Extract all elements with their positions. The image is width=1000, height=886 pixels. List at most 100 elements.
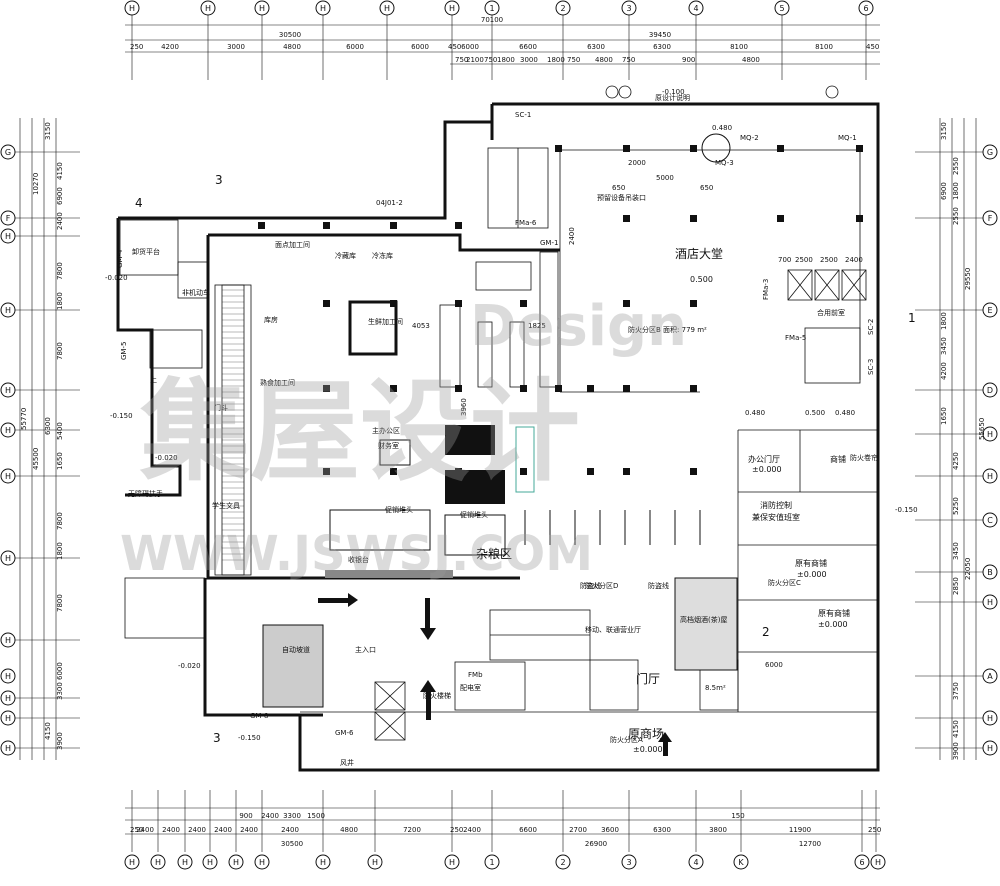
axis-bubble-right: H	[987, 744, 993, 753]
fire-zone-d-label: 防火分区D	[585, 581, 618, 590]
label-sc3: SC-3	[867, 359, 875, 375]
escalator-ramp	[214, 284, 252, 576]
axis-bubble-bottom: H	[182, 858, 188, 867]
watermark-cn: 集屋设计	[139, 368, 580, 496]
power-label: 配电室	[460, 683, 481, 692]
label-door: 门斗	[214, 403, 228, 412]
axis-bubble-left: H	[5, 636, 11, 645]
dim: 3300	[56, 682, 64, 700]
office-door-label: 办公门厅	[748, 454, 780, 464]
dim: 6300	[587, 43, 605, 51]
dim: 8100	[815, 43, 833, 51]
axis-bubble-bottom: H	[207, 858, 213, 867]
level-mark: -0.020	[155, 454, 178, 462]
axis-bubble-right: E	[987, 306, 992, 315]
axis-bubble-bottom: H	[320, 858, 326, 867]
label-up: 上	[150, 375, 157, 384]
axis-bubble-left: H	[5, 714, 11, 723]
label-gm4: GM-4	[116, 249, 124, 268]
hatch-areas	[262, 570, 738, 708]
dim-4053: 4053	[412, 322, 430, 330]
elev-level-a: 0.480	[835, 409, 855, 417]
axis-bubble-right: G	[987, 148, 993, 157]
axis-bubble-top: 6	[863, 4, 868, 13]
dim: 900	[239, 812, 252, 820]
axis-bubble-bottom: H	[875, 858, 881, 867]
section-mark-1: 1	[908, 311, 916, 325]
promo-1-label: 促销堆头	[385, 505, 413, 514]
dim-1825: 1825	[528, 322, 546, 330]
liquor-label: 高档烟酒(茶)屋	[680, 615, 727, 624]
dim-bottom-right-total: 12700	[799, 840, 821, 848]
dim-small: 450	[866, 43, 879, 51]
dims-left: 3150 10270 4150 6900 2400 7800 1800 7800…	[20, 122, 64, 750]
axis-bubble-bottom: H	[259, 858, 265, 867]
dim: 6300	[653, 826, 671, 834]
bottom-axis-lines	[125, 790, 880, 852]
section-mark-4: 4	[135, 196, 143, 210]
dim: 6300	[44, 417, 52, 435]
axis-bubble-left: H	[5, 554, 11, 563]
label-fma3: FMa-3	[762, 279, 770, 300]
axis-bubble-right: H	[987, 598, 993, 607]
dim: 4800	[742, 56, 760, 64]
axis-bubble-left: H	[5, 232, 11, 241]
axis-bubble-top: 3	[626, 4, 631, 13]
dim: 2400	[240, 826, 258, 834]
dim: 29550	[964, 268, 972, 290]
axis-bubble-right: B	[987, 568, 993, 577]
dim: 4800	[283, 43, 301, 51]
auto-ramp-label: 自动坡道	[282, 645, 310, 654]
dim: 3000	[227, 43, 245, 51]
flow-arrows	[318, 593, 672, 756]
dim: 2400	[162, 826, 180, 834]
ramp-hatching	[222, 289, 244, 561]
dim: 4800	[595, 56, 613, 64]
dims-top-row: 250 4200 3000 4800 6000 6000 6000 6600 6…	[130, 43, 879, 51]
dim-6000: 6000	[765, 661, 783, 669]
promo-2-label: 促销堆头	[460, 510, 488, 519]
axis-bubble-bottom: K	[738, 858, 744, 867]
elev-level-b: 0.500	[805, 409, 825, 417]
dim: 45500	[32, 448, 40, 470]
dim-bottom-total: 26900	[585, 840, 607, 848]
axis-bubble-bottom: 3	[626, 858, 631, 867]
axis-bubble-right: C	[987, 516, 993, 525]
unload-label: 卸货平台	[132, 247, 160, 256]
dim: 7800	[56, 594, 64, 612]
dim: 2400	[214, 826, 232, 834]
lobby-level: 0.500	[690, 275, 713, 284]
fire-lobby-label: 合用前室	[817, 308, 845, 317]
dim: 4200	[940, 362, 948, 380]
label-gm1: GM-1	[540, 239, 558, 247]
dim-2500a: 2500	[795, 256, 813, 264]
section-mark-2: 2	[762, 625, 770, 639]
gate-hall-label: 门厅	[636, 671, 660, 686]
meat-room-label: 熟食加工间	[260, 378, 295, 387]
dim: 3150	[940, 122, 948, 140]
fire-control-label: 消防控制	[760, 500, 792, 510]
dim: 3750	[952, 682, 960, 700]
dim: 1800	[56, 542, 64, 560]
label-sc1: SC-1	[515, 111, 531, 119]
dim: 750	[567, 56, 580, 64]
dim: 3800	[709, 826, 727, 834]
shelving-racks	[329, 251, 559, 556]
dim: 2400	[56, 212, 64, 230]
orig-shop-2-label: 原有商铺	[818, 608, 850, 618]
dim: 6000	[461, 43, 479, 51]
dim: 2700	[569, 826, 587, 834]
dim: 11900	[789, 826, 811, 834]
elevator-core-right	[787, 269, 867, 384]
dim: 5250	[952, 497, 960, 515]
grain-zone-label: 杂粮区	[476, 546, 512, 561]
fire-zone-b-label: 防火分区B 面积: 779 m²	[628, 325, 707, 334]
dim: 3000	[520, 56, 538, 64]
dim: 3450	[952, 542, 960, 560]
dim: 750	[622, 56, 635, 64]
dim: 6900	[56, 187, 64, 205]
label-gm5: GM-5	[120, 342, 128, 360]
dim-top-left-total: 30500	[279, 31, 301, 39]
anti-theft-label: 防盗线	[580, 581, 601, 590]
label-gm6: GM-6	[335, 729, 354, 737]
